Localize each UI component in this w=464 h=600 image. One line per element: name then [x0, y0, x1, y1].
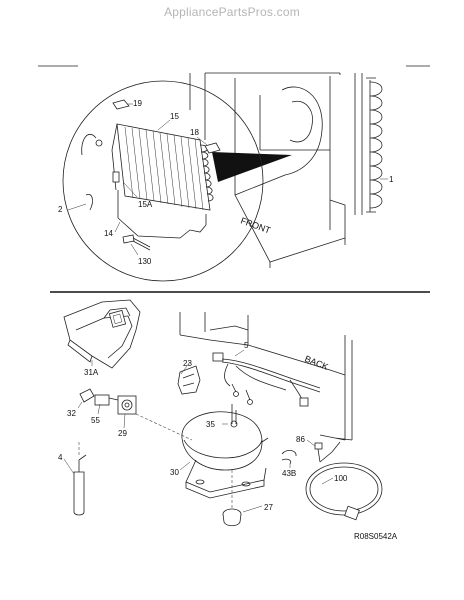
clamp-43B [281, 450, 297, 465]
callout-29: 30 [170, 468, 179, 477]
callout-2: 2 [58, 205, 63, 214]
callout-100: 100 [334, 474, 348, 483]
back-label: BACK [303, 354, 329, 372]
callout-43B: 43B [282, 469, 296, 478]
rubber-grommet-27 [222, 508, 242, 527]
callout-5: 5 [244, 341, 249, 350]
insulation-pad-19 [112, 99, 130, 110]
callout-15A: 15A [138, 200, 153, 209]
power-cord-100 [305, 441, 383, 521]
callout-14: 14 [104, 229, 113, 238]
callout-31A: 31A [84, 368, 99, 377]
callout-15: 15 [170, 112, 179, 121]
pointer-wedge [212, 152, 292, 182]
leader-23 [180, 361, 191, 375]
callout-32: 32 [67, 409, 76, 418]
leader-30 [123, 413, 126, 429]
harness-end-plug [299, 397, 309, 407]
compressor-29 [181, 404, 269, 499]
dash-relay-to-compressor [135, 413, 193, 441]
wire-loop [81, 133, 97, 156]
filter-drier-4 [73, 454, 87, 516]
callout-18: 18 [190, 128, 199, 137]
wire-harness-5 [212, 352, 321, 407]
clip-2 [85, 193, 93, 211]
leader-5 [234, 349, 245, 357]
top-section: FRONT 19 15 18 15A 2 14 130 1 [38, 65, 430, 282]
overload-protector-55 [94, 394, 119, 406]
relay-23 [177, 365, 201, 395]
leader-2 [67, 203, 87, 211]
insulation-pad-18 [204, 142, 221, 154]
watermark-text: AppliancePartsPros.com [164, 5, 300, 19]
cover-clip-32 [79, 388, 95, 403]
leader-14 [114, 221, 121, 233]
callout-4: 4 [58, 453, 63, 462]
cabinet-rear [179, 312, 353, 441]
leader-15A [123, 182, 138, 198]
evaporator-coil [111, 123, 214, 211]
drain-tube-14 [117, 190, 207, 239]
wire-connector [95, 139, 103, 147]
diagram-code: R08S0542A [354, 532, 398, 541]
leader-4 [63, 458, 75, 475]
condenser-coil-right [366, 77, 383, 213]
leader-15 [157, 119, 171, 131]
callout-23: 23 [183, 359, 192, 368]
callout-55: 55 [91, 416, 100, 425]
callout-86: 86 [296, 435, 305, 444]
power-plug [344, 505, 360, 521]
leader-130 [130, 243, 139, 256]
detail-magnifier-circle [62, 80, 264, 282]
leader-29 [179, 461, 191, 471]
leader-32 [77, 401, 83, 409]
callout-1: 1 [389, 175, 394, 184]
harness-plug [212, 352, 224, 362]
leader-55 [97, 403, 101, 415]
callout-27: 27 [264, 503, 273, 512]
screw-130 [122, 234, 151, 251]
cabinet-body [189, 72, 363, 268]
bottom-section: BACK [58, 299, 398, 541]
defrost-terminal [112, 171, 120, 183]
leader-86 [306, 439, 316, 447]
leader-27 [242, 505, 263, 513]
callout-19: 19 [133, 99, 142, 108]
callout-35: 35 [206, 420, 215, 429]
start-relay-30 [117, 395, 137, 415]
leader-100 [321, 477, 334, 485]
connector-86 [314, 442, 323, 463]
drain-pan-31A [63, 299, 141, 369]
callout-30: 29 [118, 429, 127, 438]
leader-18 [196, 136, 208, 146]
callout-130: 130 [138, 257, 152, 266]
